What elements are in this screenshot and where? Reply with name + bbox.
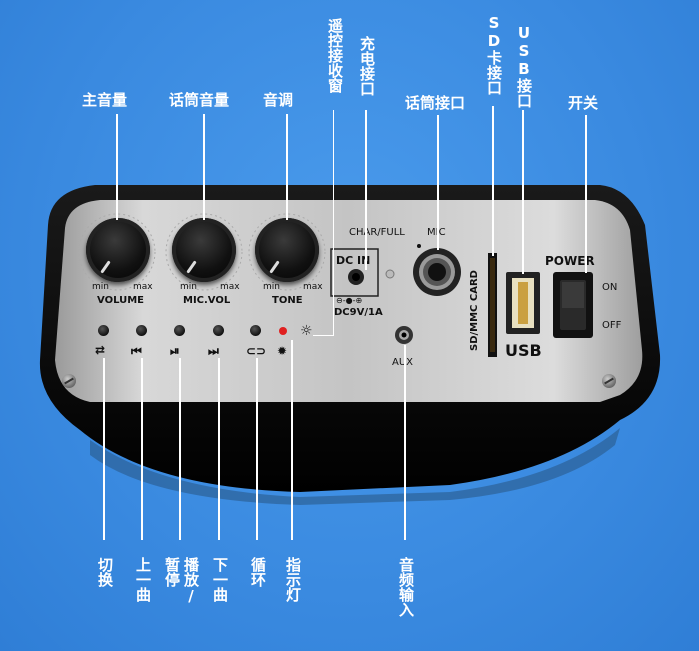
next-label: 下一曲	[211, 557, 229, 602]
knob3-max-label: max	[303, 282, 323, 292]
remote-sensor-icon: ☼	[300, 323, 313, 339]
switch-arrows-icon: ⇄	[95, 343, 106, 357]
tone-knob[interactable]	[255, 218, 319, 282]
play-pause-label: 播放/ 暂停	[163, 557, 200, 605]
play-pause-label-line2: 暂停	[163, 557, 181, 587]
knob1-name: VOLUME	[97, 295, 144, 306]
loop-button[interactable]	[250, 325, 261, 336]
sd-port-label: SD卡接口	[485, 14, 503, 95]
knob3-min-label: min	[263, 282, 280, 292]
mode-button[interactable]	[98, 325, 109, 336]
remote-receiver-label: 遥控接收窗	[326, 18, 344, 93]
sd-card-label: SD/MMC CARD	[469, 270, 480, 351]
left-screw	[62, 374, 76, 388]
charge-led	[385, 269, 395, 279]
loop-label: 循环	[249, 557, 267, 587]
loop-icon: ⊂⊃	[246, 344, 267, 358]
next-button[interactable]	[213, 325, 224, 336]
knob2-name: MIC.VOL	[183, 295, 231, 306]
volume-knob[interactable]	[86, 218, 150, 282]
dc-spec-label: DC9V/1A	[334, 307, 383, 318]
indicator-led	[279, 327, 287, 335]
power-label: POWER	[545, 254, 595, 268]
play-pause-button[interactable]	[174, 325, 185, 336]
previous-track-icon: ⏮	[131, 344, 142, 358]
char-full-label: CHAR/FULL	[349, 227, 405, 238]
play-pause-icon: ⏯	[170, 344, 180, 358]
next-track-icon: ⏭	[208, 344, 219, 358]
tone-label: 音调	[263, 91, 294, 109]
mic-label: MIC	[427, 227, 446, 238]
mic-volume-label: 话筒音量	[169, 91, 230, 109]
off-label: OFF	[602, 320, 622, 331]
brightness-icon: ✹	[277, 344, 288, 358]
knob1-min-label: min	[92, 282, 109, 292]
right-screw	[602, 374, 616, 388]
charge-port-label: 充电接口	[358, 36, 376, 96]
audio-input-label: 音频输入	[397, 557, 415, 617]
knob3-name: TONE	[272, 295, 303, 306]
dc-in-label: DC IN	[336, 254, 371, 267]
polarity-icon: ⊖-●-⊕	[336, 296, 363, 305]
main-volume-label: 主音量	[82, 91, 128, 109]
play-pause-label-line1: 播放/	[182, 557, 200, 605]
previous-button[interactable]	[136, 325, 147, 336]
switch-label: 开关	[568, 94, 599, 112]
knob2-max-label: max	[220, 282, 240, 292]
mode-switch-label: 切换	[96, 557, 114, 587]
knob1-max-label: max	[133, 282, 153, 292]
previous-label: 上一曲	[134, 557, 152, 602]
mic-volume-knob[interactable]	[172, 218, 236, 282]
usb-port-label: USB接口	[515, 24, 533, 108]
on-label: ON	[602, 282, 618, 293]
aux-label: AUX	[392, 357, 414, 368]
mic-port-label: 话筒接口	[405, 94, 466, 112]
knob2-min-label: min	[180, 282, 197, 292]
usb-label: USB	[505, 341, 542, 360]
indicator-label: 指示灯	[284, 557, 302, 602]
